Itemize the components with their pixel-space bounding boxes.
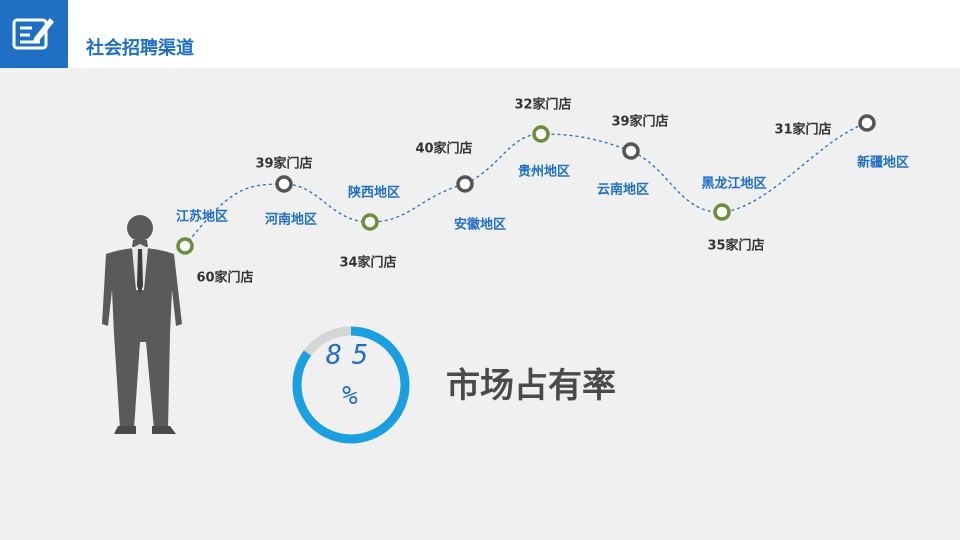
route-node — [176, 237, 194, 255]
region-label: 贵州地区 — [517, 164, 571, 180]
route-node — [361, 213, 379, 231]
store-count-label: 40家门店 — [415, 141, 473, 157]
route-nodes — [176, 114, 876, 255]
store-count-label: 32家门店 — [514, 97, 572, 113]
store-count-label: 34家门店 — [339, 255, 397, 271]
region-label: 安徽地区 — [453, 217, 507, 233]
region-label: 河南地区 — [264, 212, 318, 228]
route-chart — [176, 114, 876, 255]
region-label: 黑龙江地区 — [701, 176, 767, 192]
market-share-label: 市场占有率 — [446, 366, 616, 406]
edit-document-icon — [12, 18, 54, 50]
region-label: 江苏地区 — [175, 209, 229, 225]
route-node — [532, 125, 550, 143]
store-count-label: 39家门店 — [255, 156, 313, 172]
route-node — [456, 175, 474, 193]
route-node — [713, 203, 731, 221]
content-area: 江苏地区 60家门店 河南地区 39家门店陕西地区 34家门店 安徽地区 40家门店贵州地区… — [0, 68, 960, 540]
businessman-silhouette — [102, 215, 182, 434]
store-count-label: 31家门店 — [774, 122, 832, 138]
header-bar: 社会招聘渠道 — [0, 0, 960, 68]
store-count-label: 35家门店 — [707, 238, 765, 254]
store-count-label: 60家门店 — [196, 270, 254, 286]
page-title: 社会招聘渠道 — [86, 38, 194, 59]
market-share-percent: % — [342, 381, 358, 411]
ring-progress — [292, 326, 410, 444]
region-label: 新疆地区 — [856, 155, 910, 171]
region-label: 陕西地区 — [347, 185, 401, 201]
market-share-number: 85 — [325, 339, 379, 371]
route-node — [622, 142, 640, 160]
route-node — [858, 114, 876, 132]
region-label: 云南地区 — [596, 182, 650, 198]
store-count-label: 39家门店 — [611, 114, 669, 130]
logo-box — [0, 0, 68, 68]
market-share-ring — [292, 326, 410, 444]
route-node — [275, 175, 293, 193]
